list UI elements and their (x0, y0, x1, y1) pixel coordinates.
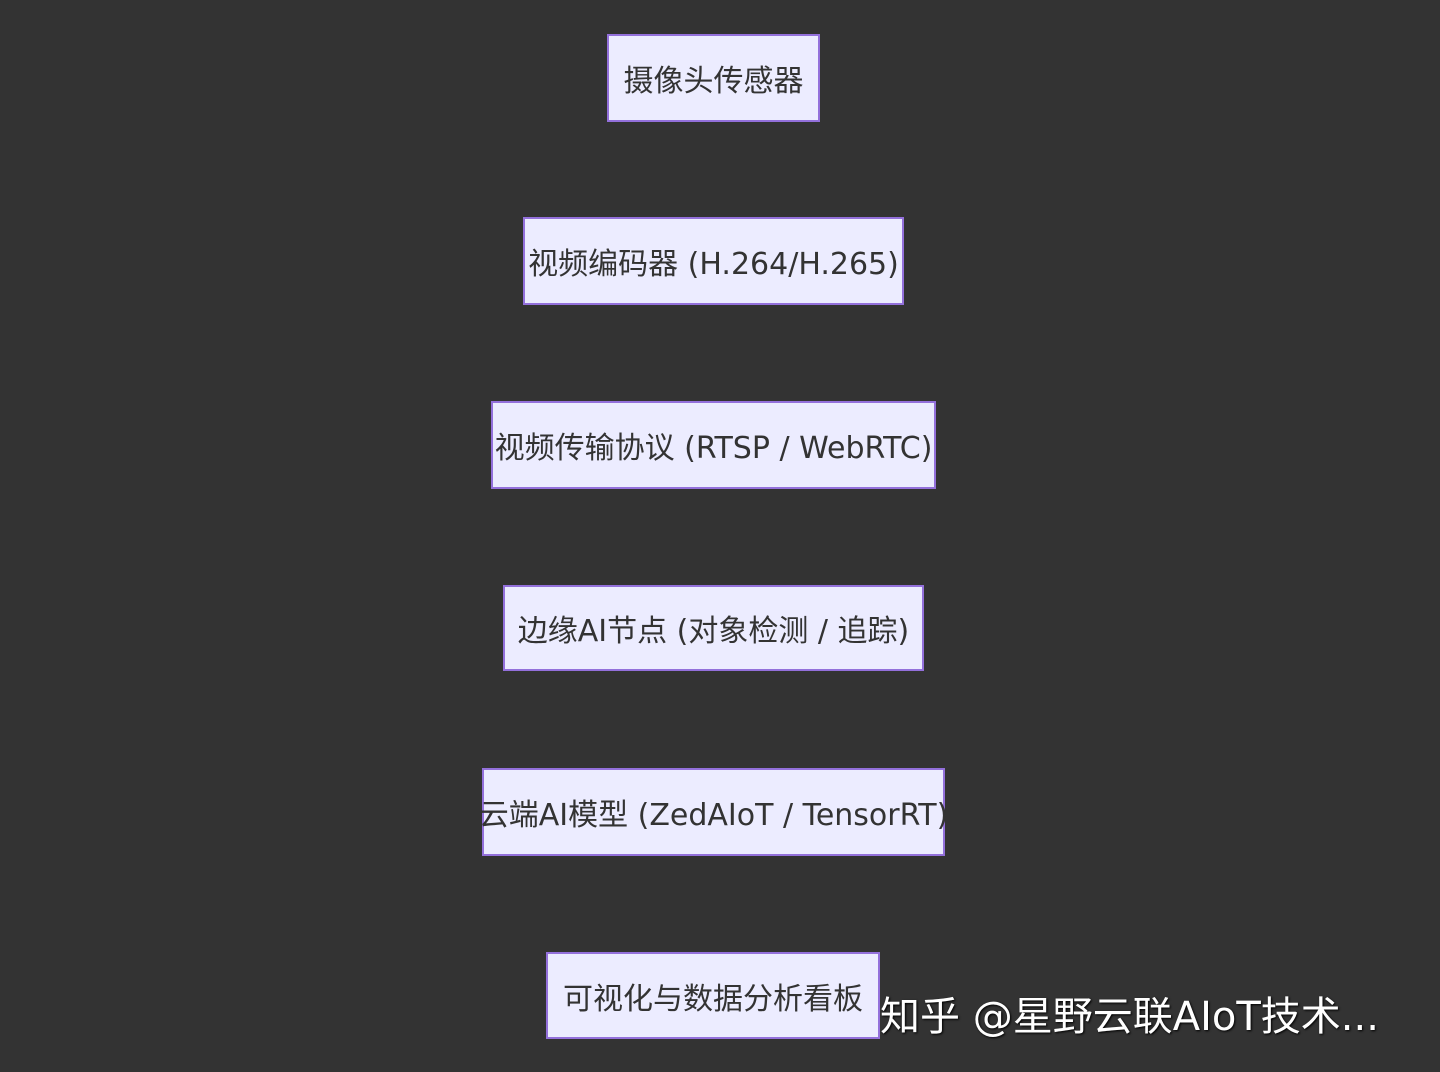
node-label: 云端AI模型 (ZedAIoT / TensorRT) (478, 798, 949, 833)
node-label: 可视化与数据分析看板 (563, 981, 863, 1017)
watermark: 知乎 @星野云联AIoT技术... (880, 994, 1379, 1040)
node-transport-protocol: 视频传输协议 (RTSP / WebRTC) (491, 401, 936, 489)
node-camera-sensor: 摄像头传感器 (607, 34, 820, 122)
node-dashboard: 可视化与数据分析看板 (546, 952, 880, 1039)
node-label: 摄像头传感器 (623, 64, 804, 99)
node-edge-ai: 边缘AI节点 (对象检测 / 追踪) (503, 585, 924, 671)
node-label: 视频传输协议 (RTSP / WebRTC) (494, 431, 933, 466)
node-label: 边缘AI节点 (对象检测 / 追踪) (517, 614, 910, 649)
node-label: 视频编码器 (H.264/H.265) (528, 247, 899, 282)
node-cloud-ai: 云端AI模型 (ZedAIoT / TensorRT) (479, 768, 948, 856)
node-video-encoder: 视频编码器 (H.264/H.265) (523, 217, 904, 305)
